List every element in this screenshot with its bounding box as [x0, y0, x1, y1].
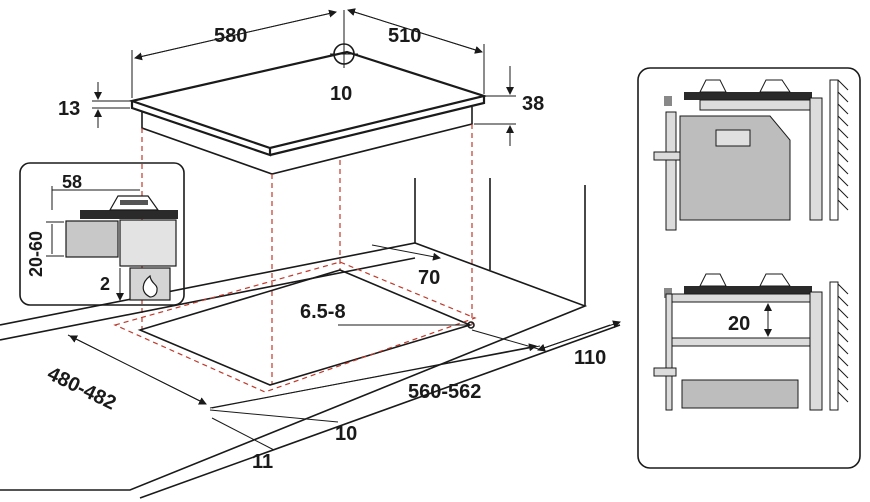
connection-height-label: 6.5-8 [300, 301, 346, 323]
connection-point-icon [467, 321, 475, 329]
hob-thickness-label: 13 [58, 98, 80, 120]
depth-dimension-line [347, 8, 485, 94]
front-gap-label-a: 10 [335, 423, 357, 445]
hob-outline [127, 50, 489, 175]
center-marker-icon [330, 10, 358, 68]
front-gap-leader-a [209, 409, 339, 423]
height-dimension-line [474, 66, 516, 146]
thickness-dimension-line [92, 82, 130, 128]
cutout-depth-dimension [67, 334, 207, 405]
worktop-thickness-label: 20-60 [26, 231, 46, 277]
side-clearance-label: 110 [574, 347, 606, 369]
width-dimension-line [131, 9, 337, 98]
back-clearance-label: 70 [418, 267, 440, 289]
hob-width-label: 580 [214, 25, 247, 47]
center-dimension: 10 [330, 83, 352, 105]
flame-icon [142, 274, 158, 298]
front-gap-leader-b [211, 417, 275, 451]
side-clearance-dimension [471, 320, 621, 352]
installation-panel [637, 67, 861, 469]
shelf-gap-label: 20 [728, 313, 750, 335]
cutout-width-dimension [209, 343, 541, 409]
min-gap-label: 2 [100, 274, 110, 294]
hob-height-label: 38 [522, 93, 544, 115]
detail-offset-label: 58 [62, 172, 82, 192]
hob-depth-label: 510 [388, 25, 421, 47]
front-gap-label-b: 11 [252, 451, 273, 473]
cutout-width-label: 560-562 [408, 381, 481, 403]
cutout-depth-label: 480-482 [44, 363, 120, 415]
back-clearance-arrow [371, 244, 441, 261]
